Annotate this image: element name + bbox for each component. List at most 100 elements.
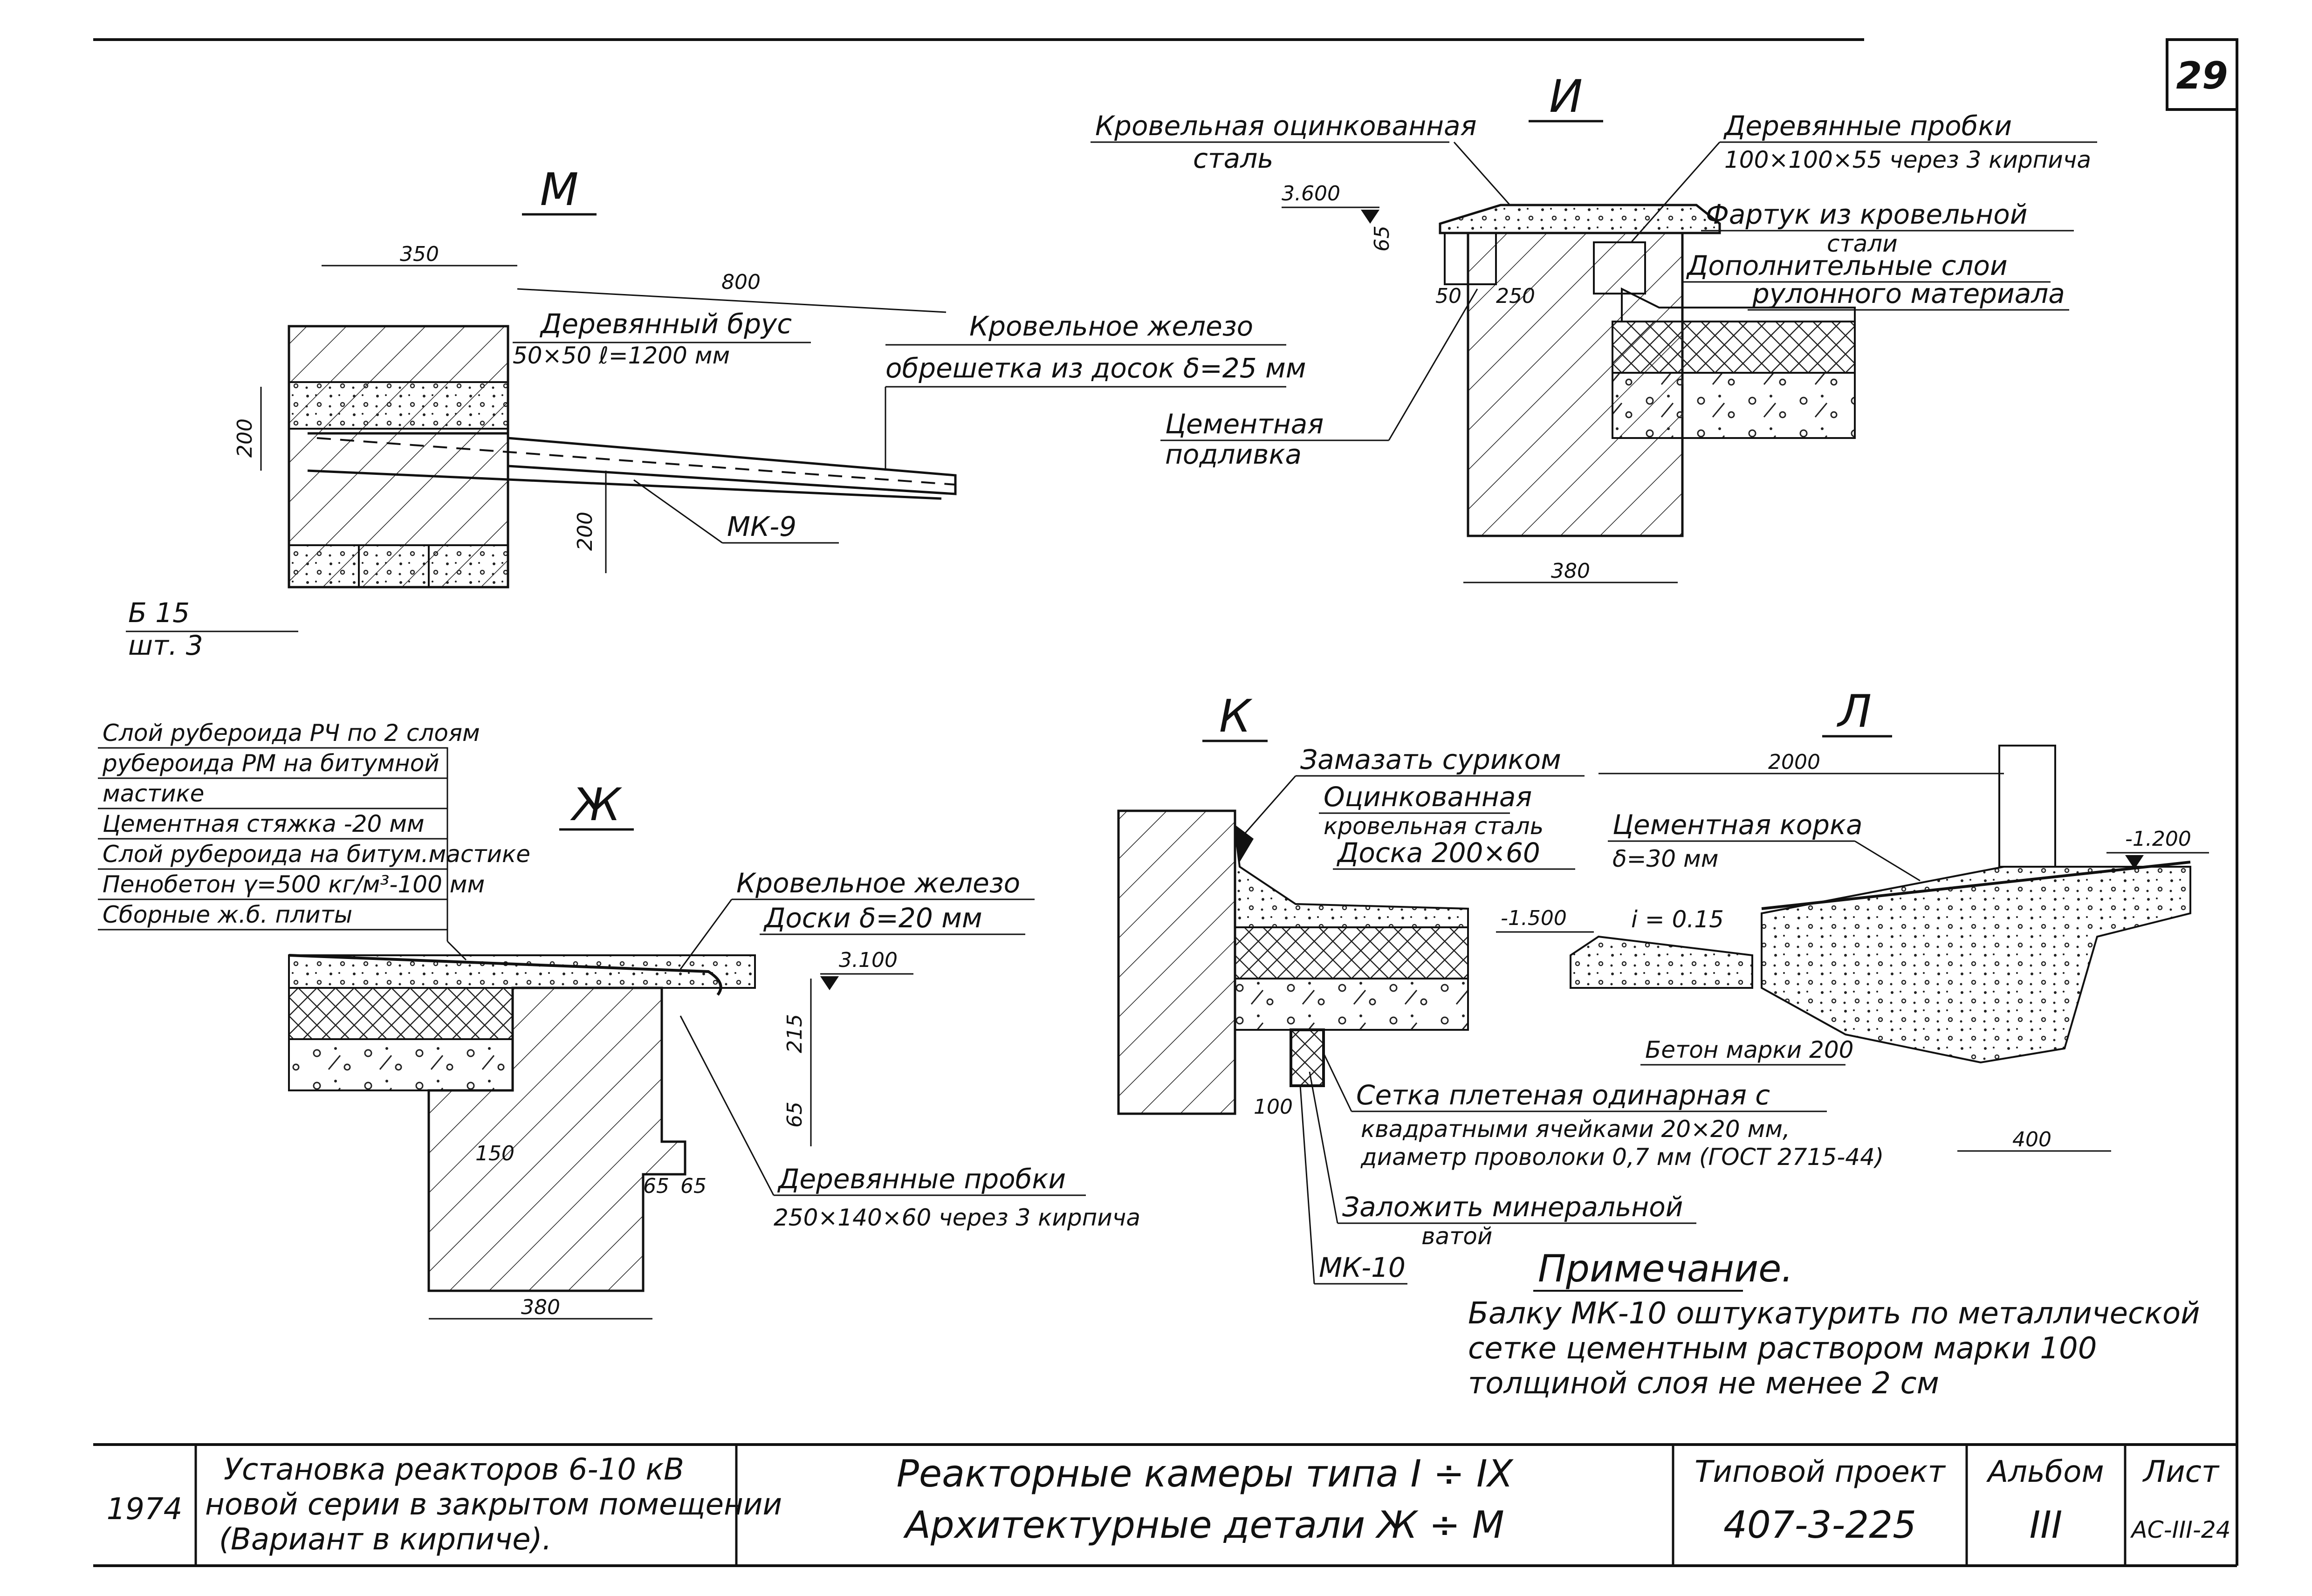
detail-i-plug xyxy=(1593,241,1646,295)
stamp-year: 1974 xyxy=(107,1492,183,1527)
detail-k-label-mk10: МК-10 xyxy=(1319,1252,1406,1283)
detail-m-wall xyxy=(288,325,509,589)
detail-m-roof-dashed xyxy=(316,437,956,486)
detail-k-label-surik: Замазать суриком xyxy=(1300,744,1561,775)
leader-line xyxy=(633,479,723,544)
detail-zh: Ж Слой рубероида РЧ по 2 слоям рубероида… xyxy=(98,719,1140,1320)
note-line: Балку МК-10 оштукатурить по металлическо… xyxy=(1468,1296,2200,1331)
detail-k-label-board: Доска 200×60 xyxy=(1336,837,1540,869)
detail-l-label-crust2: δ=30 мм xyxy=(1612,845,1718,872)
detail-l-crust xyxy=(1761,861,2191,910)
detail-i-dim-elev: 3.600 xyxy=(1282,182,1340,205)
stamp-project-number: 407-3-225 xyxy=(1723,1503,1916,1547)
detail-k-label-mesh2: квадратными ячейками 20×20 мм, xyxy=(1361,1116,1790,1143)
leader-line xyxy=(1323,1053,1352,1112)
leader-line xyxy=(679,899,733,970)
detail-i-label-steel2: сталь xyxy=(1193,143,1273,174)
note-line: сетке цементным раствором марки 100 xyxy=(1468,1331,2097,1366)
detail-i-label-apron: Фартук из кровельной xyxy=(1706,199,2027,230)
detail-zh-insulation xyxy=(288,987,514,1040)
leader-line xyxy=(1243,775,1297,835)
detail-i-label-plugs-size: 100×100×55 через 3 кирпича xyxy=(1724,146,2091,173)
stamp-subject-line: (Вариант в кирпиче). xyxy=(219,1522,552,1557)
stamp-subject-line: новой серии в закрытом помещении xyxy=(205,1487,782,1522)
leader-line xyxy=(1309,1071,1338,1224)
detail-i-dim-380: 380 xyxy=(1551,559,1590,583)
elevation-mark xyxy=(820,976,839,990)
detail-k-wall xyxy=(1117,809,1236,1115)
elevation-mark xyxy=(1361,210,1379,224)
detail-zh-dim-65: 65 xyxy=(783,1102,807,1128)
detail-zh-dim-65b: 65 xyxy=(680,1174,707,1198)
note-line: толщиной слоя не менее 2 см xyxy=(1468,1366,1939,1401)
note-title: Примечание. xyxy=(1538,1247,1793,1290)
detail-m-title: М xyxy=(540,164,579,216)
detail-i-slab xyxy=(1612,372,1856,439)
detail-zh-dim-elev: 3.100 xyxy=(839,948,898,972)
leader-line xyxy=(1388,288,1478,441)
detail-m: М 350 800 200 200 Деревянный брус 50×50 … xyxy=(126,164,1306,661)
detail-i-label-layers: Дополнительные слои xyxy=(1686,250,2008,281)
detail-l-dim-elev: -1.200 xyxy=(2125,827,2191,851)
detail-k-slab xyxy=(1234,978,1469,1031)
leader-line xyxy=(679,1015,775,1196)
detail-zh-dim-215: 215 xyxy=(783,1014,807,1053)
detail-zh-layer: Слой рубероида на битум.мастике xyxy=(103,841,530,868)
stamp-sheet-code: АС-III-24 xyxy=(2130,1516,2230,1543)
detail-zh-label-boards: Доски δ=20 мм xyxy=(763,902,982,934)
detail-i-plug xyxy=(1444,232,1497,285)
detail-k-label-galv: Оцинкованная xyxy=(1324,781,1532,813)
detail-k-label-wool: Заложить минеральной xyxy=(1342,1191,1683,1223)
title-block: 1974 Установка реакторов 6-10 кВ новой с… xyxy=(93,1443,2237,1567)
detail-zh-dim-65a: 65 xyxy=(643,1174,669,1198)
detail-l-title: Л xyxy=(1837,685,1872,738)
detail-k-dim-100: 100 xyxy=(1254,1095,1293,1119)
detail-i-label-steel: Кровельная оцинкованная xyxy=(1095,110,1477,142)
leader-line xyxy=(1299,1085,1315,1284)
detail-l-column xyxy=(1998,745,2056,868)
detail-k-title: К xyxy=(1219,690,1253,742)
detail-zh-layer: Сборные ж.б. плиты xyxy=(103,901,352,928)
detail-l-label-concrete: Бетон марки 200 xyxy=(1645,1036,1854,1063)
detail-i: И 3.600 65 50 250 380 Кровельная оцинков… xyxy=(1091,70,2097,583)
detail-zh-label-plugs-size: 250×140×60 через 3 кирпича xyxy=(774,1204,1140,1231)
elevation-mark xyxy=(2125,855,2144,869)
detail-zh-layer: рубероида РМ на битумной xyxy=(102,750,439,777)
detail-zh-wall xyxy=(427,986,686,1292)
detail-m-dim-800: 800 xyxy=(721,270,761,294)
stamp-project-label: Типовой проект xyxy=(1695,1455,1946,1489)
leader-line xyxy=(1453,142,1511,205)
detail-k-label-mesh: Сетка плетеная одинарная с xyxy=(1356,1079,1770,1111)
detail-zh-legend-lines xyxy=(98,747,448,941)
detail-l: Л 2000 -1.200 i = 0.15 400 Цементная кор… xyxy=(1570,685,2209,1152)
detail-zh-label-plugs: Деревянные пробки xyxy=(777,1163,1066,1195)
detail-m-label-brus: Деревянный брус xyxy=(539,308,792,340)
detail-zh-iron-edge xyxy=(288,954,722,996)
detail-i-label-plugs: Деревянные пробки xyxy=(1723,110,2012,142)
detail-m-mortar xyxy=(288,381,509,430)
detail-zh-label-iron: Кровельное железо xyxy=(736,867,1020,899)
detail-k-dim-elev: -1.500 xyxy=(1501,906,1567,930)
detail-k-beam xyxy=(1290,1028,1325,1087)
detail-m-label-iron: Кровельное железо xyxy=(969,310,1253,342)
detail-i-insulation xyxy=(1612,321,1856,374)
stamp-subject-line: Установка реакторов 6-10 кВ xyxy=(224,1452,684,1487)
detail-i-label-grout2: подливка xyxy=(1165,438,1302,470)
stamp-sheet-label: Лист xyxy=(2142,1455,2220,1489)
detail-zh-dim-150: 150 xyxy=(475,1142,515,1165)
stamp-album-number: III xyxy=(2030,1503,2063,1547)
detail-i-membrane xyxy=(1621,287,1856,322)
leader-line xyxy=(1854,840,1921,882)
detail-l-label-crust: Цементная корка xyxy=(1612,809,1863,841)
detail-l-dim-2000: 2000 xyxy=(1768,750,1820,774)
detail-m-label-brus-size: 50×50 ℓ=1200 мм xyxy=(513,342,730,369)
sheet-number-box xyxy=(2166,38,2238,111)
detail-m-label-sht: шт. 3 xyxy=(128,630,203,661)
detail-i-label-apron2: стали xyxy=(1827,230,1898,257)
detail-l-slab-right xyxy=(1761,866,2191,1064)
detail-m-block xyxy=(288,544,360,588)
detail-m-label-obr: обрешетка из досок δ=25 мм xyxy=(885,352,1306,384)
leader-line xyxy=(1630,142,1721,243)
detail-zh-layer: Цементная стяжка -20 мм xyxy=(103,810,425,837)
